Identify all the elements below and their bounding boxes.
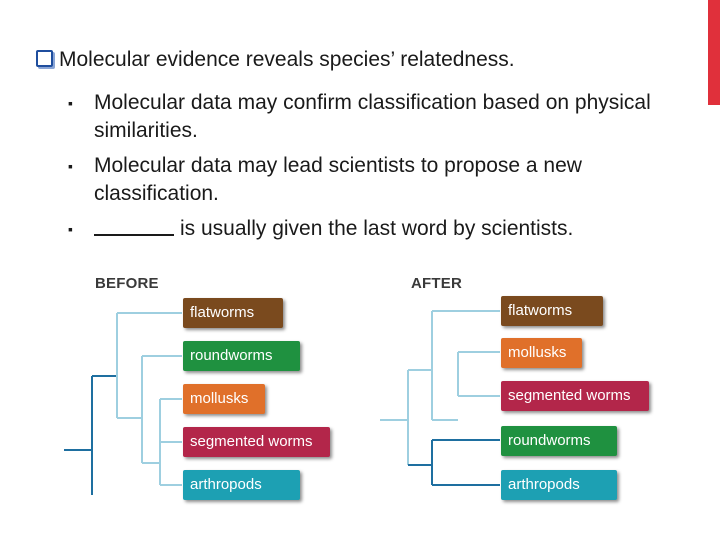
- fill-in-blank: [94, 216, 174, 236]
- before-taxon-mollusks: mollusks: [183, 384, 265, 414]
- before-taxon-flatworms: flatworms: [183, 298, 283, 328]
- after-label: AFTER: [411, 275, 462, 292]
- before-label: BEFORE: [95, 275, 159, 292]
- sub-bullet-3: ▪ is usually given the last word by scie…: [68, 215, 674, 243]
- before-taxon-roundworms: roundworms: [183, 341, 300, 371]
- after-taxon-segmented-worms: segmented worms: [501, 381, 649, 411]
- accent-bar: [708, 0, 720, 105]
- sub-bullet-2: ▪ Molecular data may lead scientists to …: [68, 152, 674, 208]
- square-bullet-icon: ▪: [68, 158, 73, 174]
- sub-bullet-text: Molecular data may lead scientists to pr…: [94, 154, 582, 205]
- before-tree-lines: [64, 312, 182, 495]
- main-bullet: Molecular evidence reveals species’ rela…: [36, 46, 515, 74]
- after-taxon-flatworms: flatworms: [501, 296, 603, 326]
- main-bullet-text: Molecular evidence reveals species’ rela…: [59, 48, 515, 71]
- after-taxon-arthropods: arthropods: [501, 470, 617, 500]
- sub-bullet-1: ▪ Molecular data may confirm classificat…: [68, 89, 674, 145]
- before-taxon-arthropods: arthropods: [183, 470, 300, 500]
- after-tree-lines: [380, 310, 500, 486]
- sub-bullet-text: Molecular data may confirm classificatio…: [94, 91, 651, 142]
- square-bullet-icon: ▪: [68, 95, 73, 111]
- square-bullet-icon: ▪: [68, 221, 73, 237]
- sub-bullet-text: is usually given the last word by scient…: [180, 217, 574, 240]
- after-taxon-mollusks: mollusks: [501, 338, 582, 368]
- before-taxon-segmented-worms: segmented worms: [183, 427, 330, 457]
- after-taxon-roundworms: roundworms: [501, 426, 617, 456]
- checkbox-bullet-icon: [36, 50, 53, 67]
